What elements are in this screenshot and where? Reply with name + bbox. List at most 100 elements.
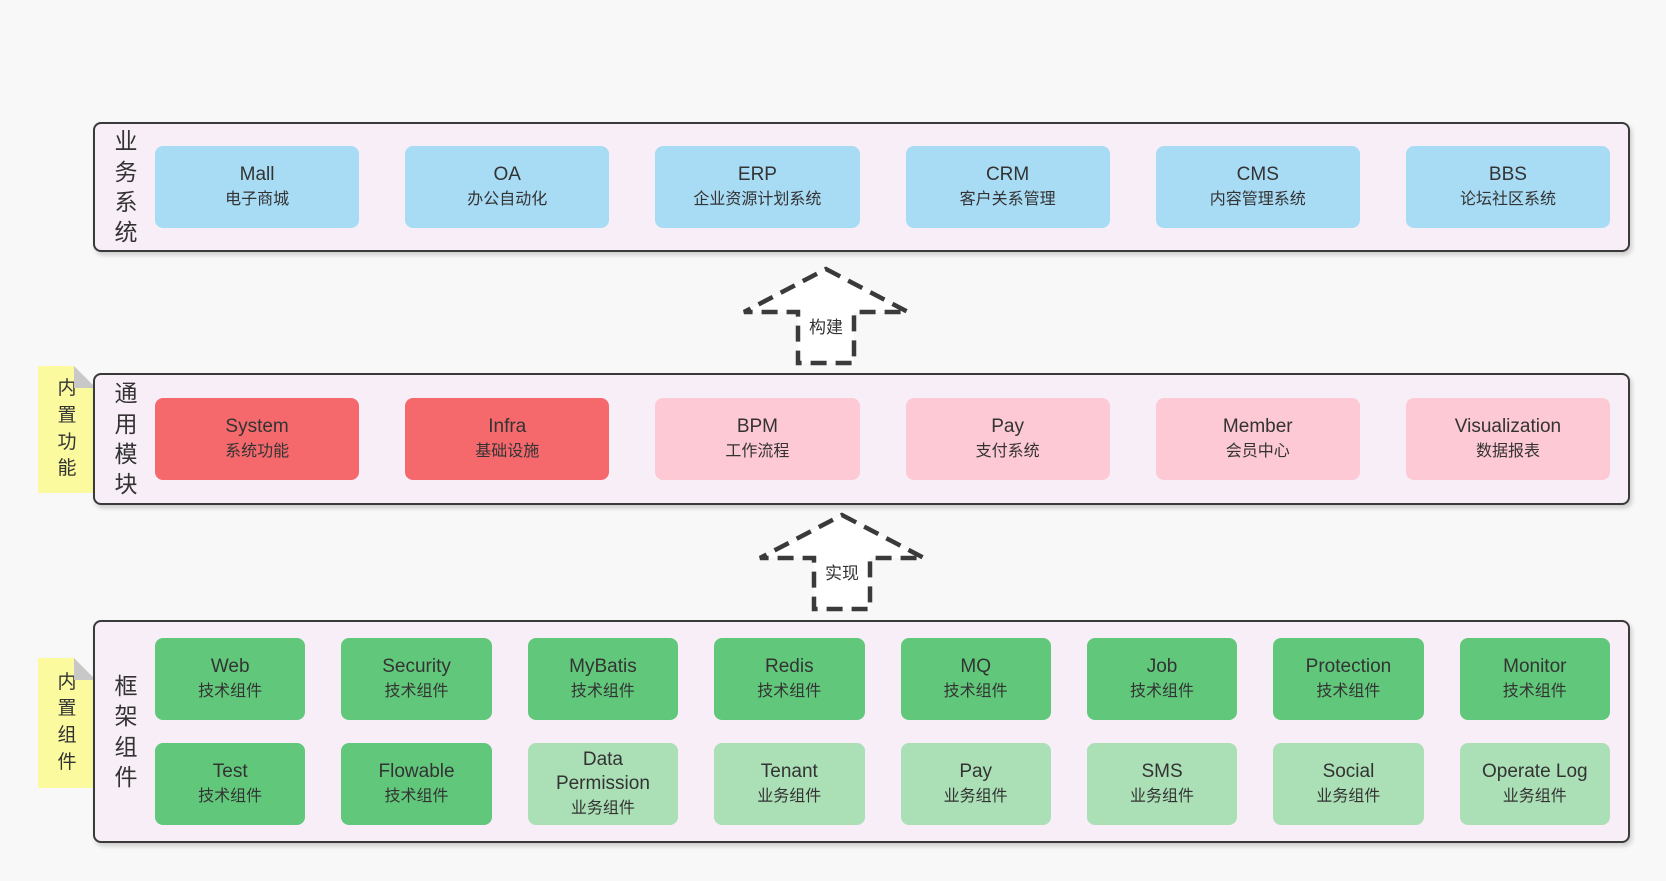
box-security: Security 技术组件 (341, 638, 492, 720)
box-title: CRM (985, 164, 1030, 186)
box-pay-system: Pay 支付系统 (905, 398, 1110, 480)
box-mall: Mall 电子商城 (155, 146, 360, 228)
box-subtitle: 业务组件 (570, 799, 635, 817)
box-test: Test 技术组件 (155, 743, 306, 825)
sticky-note-built-in-components: 内置组件 (38, 658, 96, 788)
box-web: Web 技术组件 (155, 638, 306, 720)
box-row: System 系统功能 Infra 基础设施 BPM 工作流程 Pay 支付系统… (155, 398, 1611, 480)
box-subtitle: 技术组件 (1502, 682, 1567, 700)
box-subtitle: 工作流程 (725, 442, 790, 460)
box-sms: SMS 业务组件 (1086, 743, 1238, 825)
box-title: OA (493, 164, 521, 186)
box-subtitle: 会员中心 (1225, 442, 1290, 460)
box-bpm: BPM 工作流程 (655, 398, 860, 480)
box-mq: MQ 技术组件 (900, 638, 1051, 720)
box-row: Mall 电子商城 OA 办公自动化 ERP 企业资源计划系统 CRM 客户关系… (155, 146, 1611, 228)
box-rows: Web 技术组件 Security 技术组件 MyBatis 技术组件 Redi… (155, 638, 1610, 825)
box-visualization: Visualization 数据报表 (1405, 398, 1611, 480)
box-bbs: BBS 论坛社区系统 (1405, 146, 1611, 228)
box-subtitle: 技术组件 (384, 787, 449, 805)
box-subtitle: 企业资源计划系统 (693, 190, 822, 208)
box-title: Monitor (1503, 656, 1567, 678)
box-title: ERP (737, 164, 777, 186)
box-title: Operate Log (1481, 761, 1588, 783)
box-title: CMS (1236, 164, 1279, 186)
box-system: System 系统功能 (155, 398, 360, 480)
box-title: Flowable (378, 761, 455, 783)
box-subtitle: 业务组件 (1316, 787, 1381, 805)
sticky-note-built-in-features: 内置功能 (38, 366, 96, 493)
box-subtitle: 业务组件 (1502, 787, 1567, 805)
box-redis: Redis 技术组件 (714, 638, 865, 720)
band-label: 框架组件 (114, 672, 138, 790)
box-title: Test (212, 761, 248, 783)
box-subtitle: 技术组件 (1316, 682, 1381, 700)
band-common-modules: 通用模块 System 系统功能 Infra 基础设施 BPM 工作流程 Pay… (93, 373, 1630, 505)
band-framework-components: 框架组件 Web 技术组件 Security 技术组件 MyBatis 技术组件… (93, 620, 1630, 843)
sticky-note-label: 内置功能 (57, 378, 77, 480)
dashed-up-arrow-icon: 构建 (740, 266, 912, 366)
box-title: Redis (765, 656, 814, 678)
box-title: BBS (1488, 164, 1527, 186)
box-row: Test 技术组件 Flowable 技术组件 Data Permission … (155, 743, 1610, 825)
band-label: 业务系统 (114, 128, 138, 246)
band-label: 通用模块 (114, 380, 138, 498)
box-subtitle: 基础设施 (475, 442, 540, 460)
box-oa: OA 办公自动化 (405, 146, 610, 228)
box-title: Social (1322, 761, 1375, 783)
box-subtitle: 内容管理系统 (1209, 190, 1306, 208)
band-business-systems: 业务系统 Mall 电子商城 OA 办公自动化 ERP 企业资源计划系统 CRM… (93, 122, 1630, 252)
box-mybatis: MyBatis 技术组件 (527, 638, 679, 720)
box-flowable: Flowable 技术组件 (341, 743, 492, 825)
box-title: BPM (736, 416, 779, 438)
box-title: Security (382, 656, 451, 678)
box-subtitle: 技术组件 (943, 682, 1008, 700)
box-subtitle: 技术组件 (757, 682, 822, 700)
box-title: Job (1146, 656, 1178, 678)
box-title: Web (210, 656, 250, 678)
box-subtitle: 论坛社区系统 (1459, 190, 1556, 208)
box-title: MQ (960, 656, 991, 678)
box-title: Protection (1305, 656, 1392, 678)
box-subtitle: 数据报表 (1475, 442, 1540, 460)
box-subtitle: 技术组件 (198, 787, 263, 805)
box-subtitle: 技术组件 (570, 682, 635, 700)
box-cms: CMS 内容管理系统 (1155, 146, 1360, 228)
box-member: Member 会员中心 (1155, 398, 1360, 480)
box-title: System (225, 416, 289, 438)
box-subtitle: 系统功能 (225, 442, 290, 460)
box-job: Job 技术组件 (1086, 638, 1238, 720)
box-subtitle: 电子商城 (225, 190, 290, 208)
box-subtitle: 技术组件 (198, 682, 263, 700)
box-title: Tenant (760, 761, 818, 783)
box-subtitle: 技术组件 (384, 682, 449, 700)
dashed-up-arrow-icon: 实现 (756, 512, 928, 612)
box-subtitle: 办公自动化 (467, 190, 548, 208)
box-subtitle: 业务组件 (943, 787, 1008, 805)
box-erp: ERP 企业资源计划系统 (655, 146, 860, 228)
arrow-label: 构建 (806, 313, 846, 338)
box-subtitle: 业务组件 (1130, 787, 1195, 805)
box-operate-log: Operate Log 业务组件 (1459, 743, 1610, 825)
box-row: Web 技术组件 Security 技术组件 MyBatis 技术组件 Redi… (155, 638, 1610, 720)
box-infra: Infra 基础设施 (405, 398, 610, 480)
box-subtitle: 业务组件 (757, 787, 822, 805)
box-title: MyBatis (569, 656, 637, 678)
box-subtitle: 支付系统 (975, 442, 1040, 460)
box-tenant: Tenant 业务组件 (714, 743, 865, 825)
box-subtitle: 客户关系管理 (959, 190, 1056, 208)
box-pay-component: Pay 业务组件 (900, 743, 1051, 825)
box-subtitle: 技术组件 (1130, 682, 1195, 700)
box-title: Pay (991, 416, 1024, 438)
box-title: Visualization (1454, 416, 1562, 438)
box-monitor: Monitor 技术组件 (1459, 638, 1610, 720)
box-title: Pay (959, 761, 993, 783)
box-title: Data Permission (555, 749, 650, 795)
box-protection: Protection 技术组件 (1273, 638, 1424, 720)
sticky-note-label: 内置组件 (57, 671, 77, 773)
box-crm: CRM 客户关系管理 (905, 146, 1110, 228)
box-data-permission: Data Permission 业务组件 (527, 743, 679, 825)
arrow-label: 实现 (822, 559, 862, 584)
box-title: Mall (239, 164, 275, 186)
